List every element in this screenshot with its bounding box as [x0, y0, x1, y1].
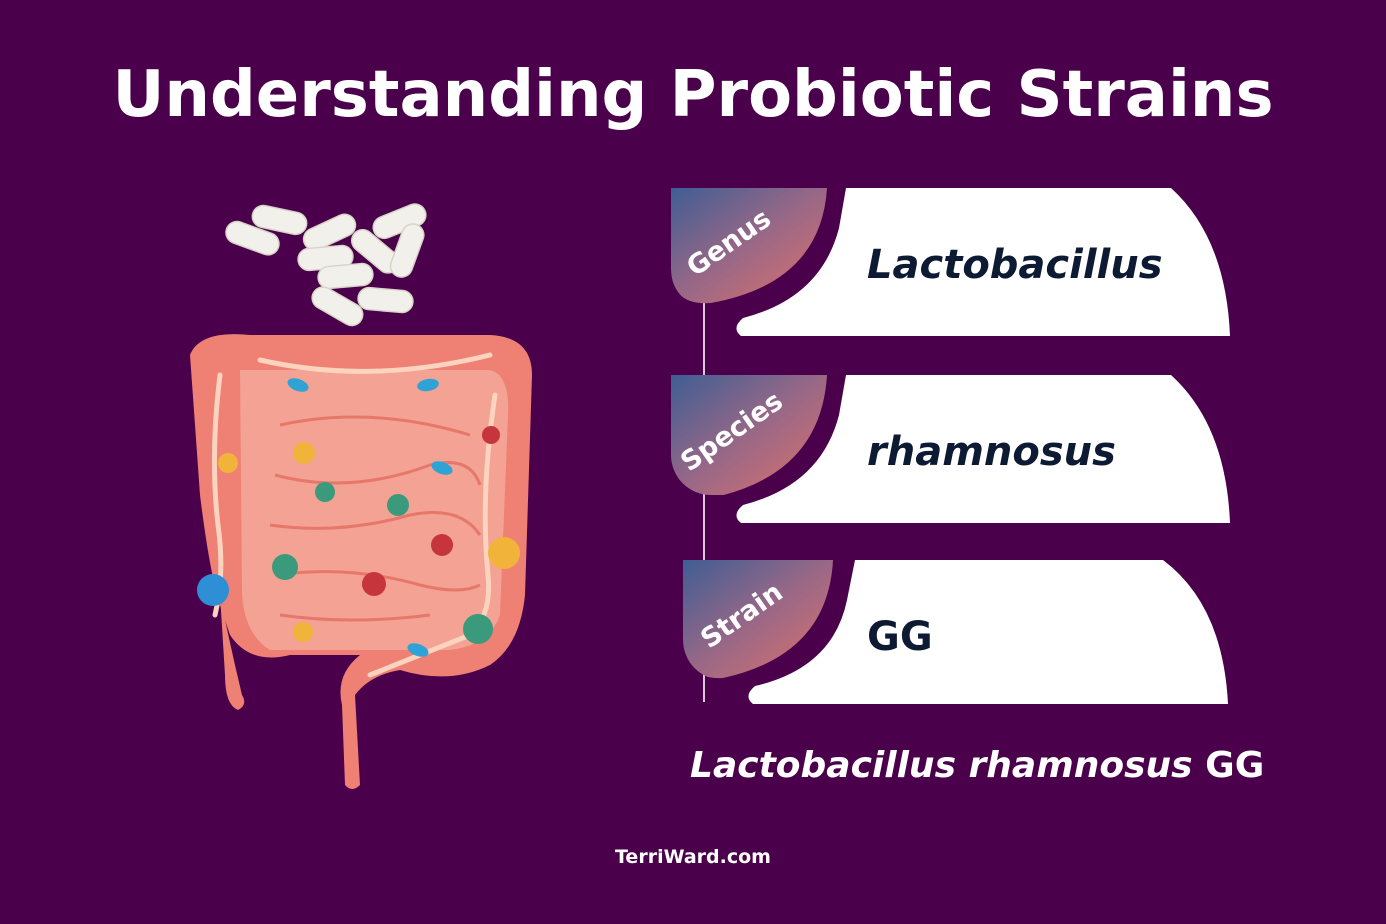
intestine-shape [190, 334, 532, 789]
card-panel [748, 560, 1228, 704]
page-title: Understanding Probiotic Strains [112, 58, 1274, 132]
full-name-strain: GG [1205, 745, 1265, 786]
intestine-illustration [190, 203, 532, 789]
taxonomy-value: rhamnosus [867, 429, 1116, 475]
tab-genus [671, 188, 827, 308]
card-panel [736, 188, 1230, 336]
tab-species [671, 375, 827, 495]
capsule-icons [225, 203, 427, 327]
footer-site-link[interactable]: TerriWard.com [615, 846, 771, 868]
full-strain-name: Lactobacillus rhamnosus GG [690, 745, 1264, 786]
full-name-genus: Lactobacillus [690, 745, 956, 786]
microbe-icons [197, 378, 520, 657]
taxonomy-value: GG [867, 614, 933, 660]
card-panel [736, 375, 1230, 523]
tab-strain [683, 560, 839, 680]
taxonomy-value: Lactobacillus [867, 242, 1163, 288]
full-name-species: rhamnosus [968, 745, 1193, 786]
taxonomy-connector-line [703, 300, 705, 702]
